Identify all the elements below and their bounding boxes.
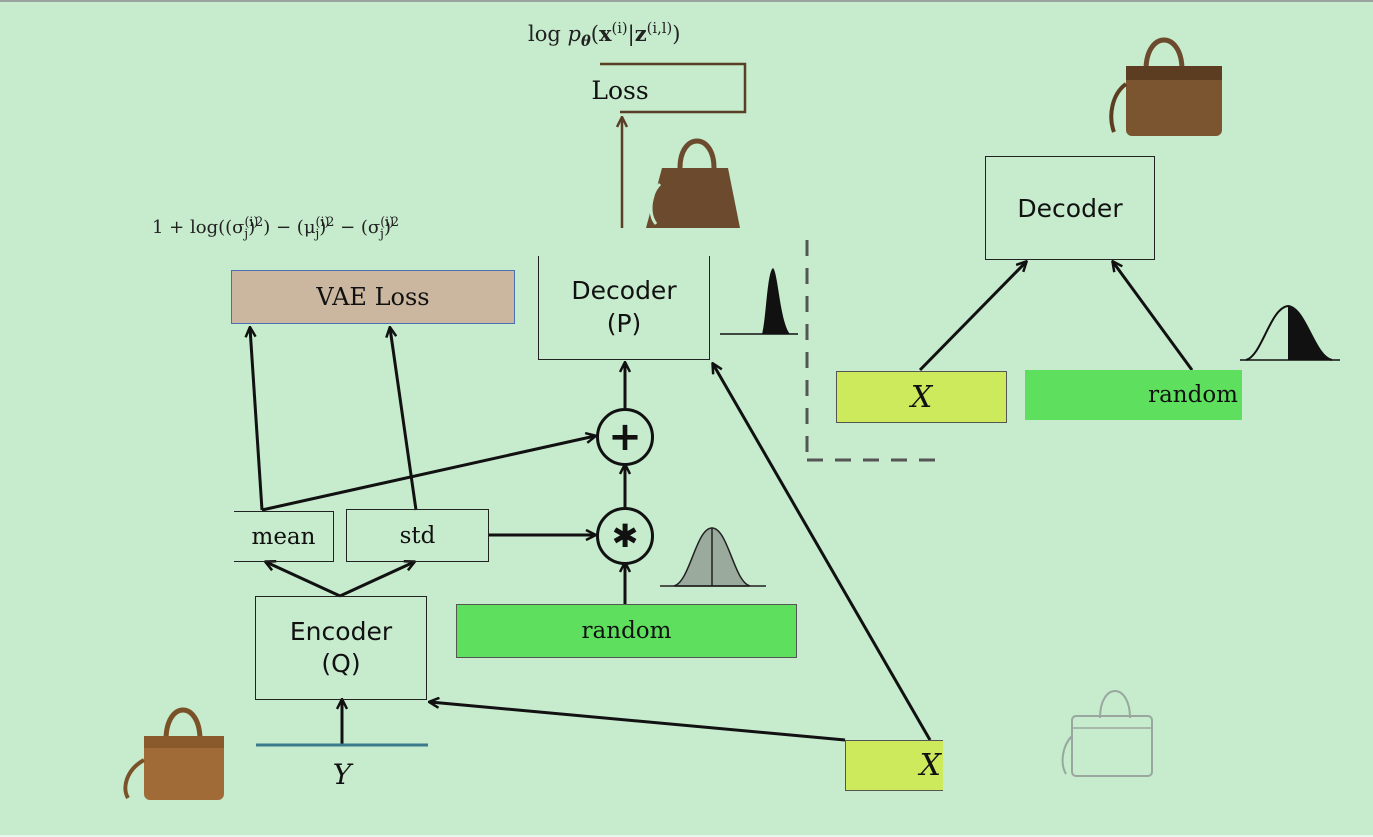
plus-operator: + bbox=[596, 408, 654, 466]
bottom-border bbox=[0, 835, 1373, 837]
vae-loss-box: VAE Loss bbox=[231, 270, 515, 324]
handbag-photo-top-right bbox=[1109, 37, 1222, 136]
multiply-operator: ✱ bbox=[596, 507, 654, 565]
loss-label: Loss bbox=[591, 75, 649, 105]
y-input-label: Y bbox=[332, 757, 352, 791]
random-input-box: random bbox=[456, 604, 797, 658]
reconstruction-loss-formula: log pθ(x(i)|z(i,l)) bbox=[528, 20, 681, 51]
gaussian-standard-icon bbox=[660, 527, 766, 587]
std-box: std bbox=[346, 509, 489, 562]
gaussian-peaked-icon bbox=[720, 268, 798, 335]
handbag-photo-bottom-left bbox=[123, 707, 224, 800]
mean-box: mean bbox=[234, 511, 334, 562]
handbag-sketch-bottom-right bbox=[1061, 690, 1153, 777]
kl-divergence-formula: 1 + log((σ(i)j)2) − (μ(i)j)2 − (σ(i)j)2 bbox=[152, 214, 399, 241]
inference-random-box: random bbox=[1025, 370, 1242, 420]
inference-decoder-box: Decoder bbox=[985, 156, 1155, 260]
encoder-box: Encoder (Q) bbox=[255, 596, 427, 700]
decoder-box: Decoder (P) bbox=[538, 256, 710, 360]
x-input-box: X bbox=[845, 740, 943, 791]
gaussian-half-icon bbox=[1240, 304, 1340, 361]
inference-x-box: X bbox=[836, 371, 1007, 423]
handbag-silhouette-top-center bbox=[646, 138, 740, 228]
top-border bbox=[0, 0, 1373, 2]
